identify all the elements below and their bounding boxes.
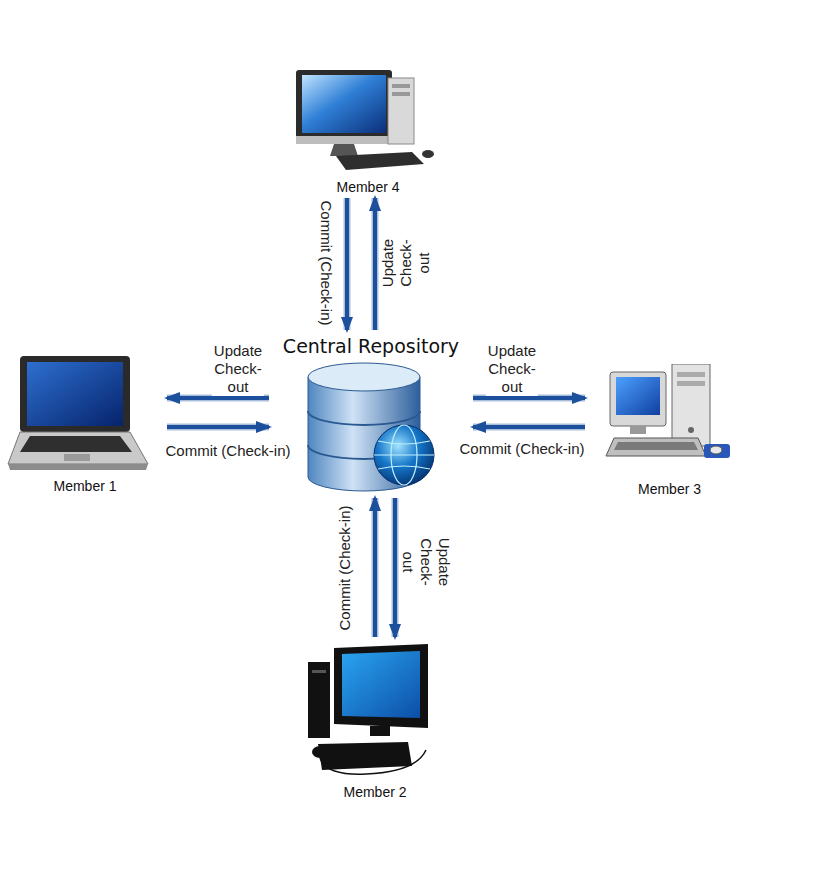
arrow-line xyxy=(473,425,585,429)
flow-arrow xyxy=(167,398,269,399)
arrow-shadow xyxy=(473,424,585,431)
member-label: Member 3 xyxy=(588,481,751,497)
member-label: Member 1 xyxy=(6,478,164,494)
edge-label: Commit (Check-in) xyxy=(336,503,354,632)
flow-arrow xyxy=(375,498,376,637)
edge-label: Update Check-out xyxy=(212,342,264,396)
computer-icon xyxy=(296,640,446,778)
computer-node: Member 2 xyxy=(296,640,454,800)
computer-node: Member 3 xyxy=(588,364,751,497)
arrow-line xyxy=(167,425,269,429)
edge-label: Commit (Check-in) xyxy=(163,442,292,460)
arrow-line xyxy=(345,198,349,330)
edge-label: Commit (Check-in) xyxy=(457,440,586,458)
computer-icon xyxy=(588,364,743,464)
arrow-shadow xyxy=(167,424,269,431)
arrow-shadow xyxy=(344,198,351,330)
arrow-shadow xyxy=(392,498,399,637)
flow-arrow xyxy=(395,498,396,637)
flow-arrow xyxy=(167,427,269,428)
computer-icon xyxy=(6,352,156,472)
arrow-line xyxy=(373,198,377,330)
edge-label: Update Check-out xyxy=(379,237,433,289)
edge-label: Update Check-out xyxy=(486,342,538,396)
edge-label: Update Check-out xyxy=(399,536,453,588)
arrow-shadow xyxy=(372,198,379,330)
computer-node: Member 1 xyxy=(6,352,164,494)
member-label: Member 2 xyxy=(296,784,454,800)
repository-node: Central Repository xyxy=(272,333,470,495)
arrow-line xyxy=(167,396,269,400)
flow-arrow xyxy=(375,198,376,330)
flow-arrow xyxy=(473,398,585,399)
arrow-shadow xyxy=(372,498,379,637)
database-icon xyxy=(272,333,462,495)
computer-node: Member 4 xyxy=(284,60,452,195)
edge-label: Commit (Check-in) xyxy=(317,198,335,327)
arrow-line xyxy=(473,396,585,400)
member-label: Member 4 xyxy=(284,179,452,195)
flow-arrow xyxy=(473,427,585,428)
arrow-line xyxy=(373,498,377,637)
repository-title: Central Repository xyxy=(272,335,470,357)
arrow-line xyxy=(393,498,397,637)
flow-arrow xyxy=(347,198,348,330)
computer-icon xyxy=(284,60,444,175)
